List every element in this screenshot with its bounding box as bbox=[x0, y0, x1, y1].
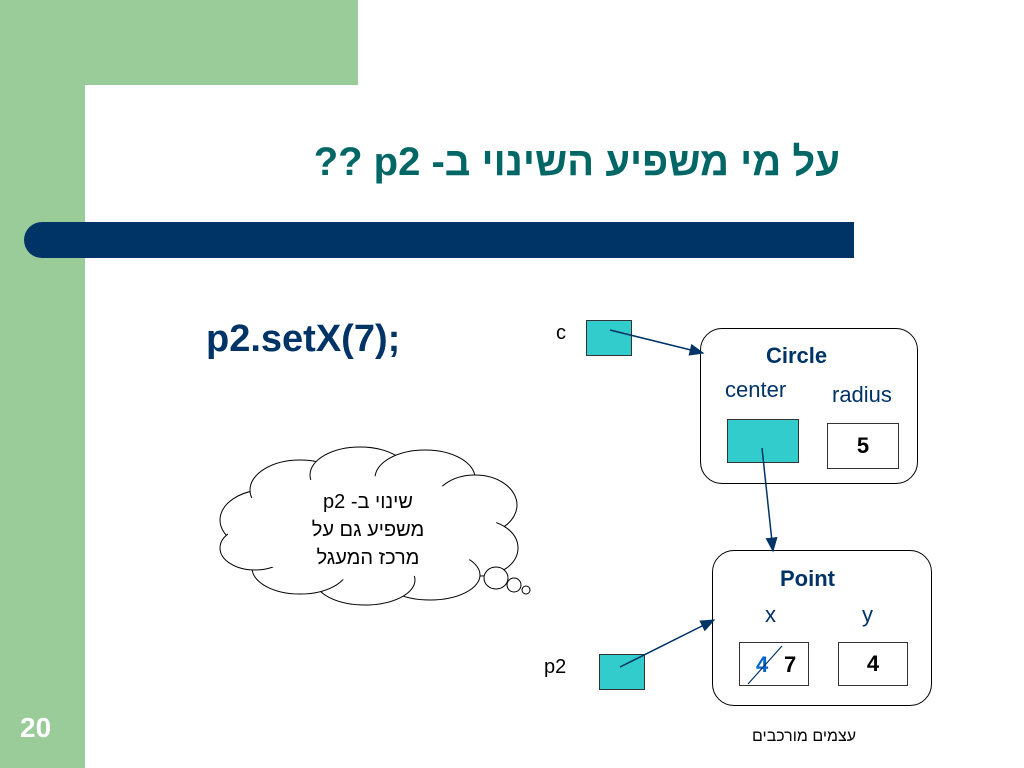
circle-object-title: Circle bbox=[766, 343, 828, 368]
point-x-new-value: 7 bbox=[784, 652, 797, 677]
slide-title: על מי משפיע השינוי ב- p2 ?? bbox=[313, 140, 840, 184]
old-value-strike-line bbox=[747, 645, 783, 685]
circle-radius-label: radius bbox=[832, 382, 892, 407]
page-number: 20 bbox=[20, 712, 52, 743]
footer-text: עצמים מורכבים bbox=[752, 728, 857, 745]
cloud-line-2: משפיע גם על bbox=[311, 519, 425, 541]
var-p2-label: p2 bbox=[544, 656, 567, 678]
arrow-center-to-point bbox=[761, 447, 778, 553]
background-green-left bbox=[0, 0, 85, 768]
point-y-label: y bbox=[862, 602, 873, 627]
var-p2-reference-box bbox=[599, 654, 645, 690]
cloud-line-3: מרכז המעגל bbox=[316, 547, 420, 569]
code-line: p2.setX(7); bbox=[206, 318, 401, 360]
var-c-label: c bbox=[556, 322, 566, 344]
circle-radius-value: 5 bbox=[827, 423, 899, 469]
title-underline-bar bbox=[24, 222, 854, 258]
circle-center-label: center bbox=[725, 377, 787, 402]
point-object-title: Point bbox=[780, 566, 835, 591]
cloud-line-1: שינוי ב- p2 bbox=[323, 491, 413, 513]
var-c-reference-box bbox=[586, 320, 632, 356]
point-y-value: 4 bbox=[838, 642, 908, 686]
thought-cloud-text: שינוי ב- p2 משפיע גם על מרכז המעגל bbox=[268, 488, 468, 572]
arrow-p2-to-point bbox=[619, 619, 716, 668]
point-x-label: x bbox=[765, 602, 776, 627]
arrow-c-to-circle bbox=[609, 329, 705, 356]
